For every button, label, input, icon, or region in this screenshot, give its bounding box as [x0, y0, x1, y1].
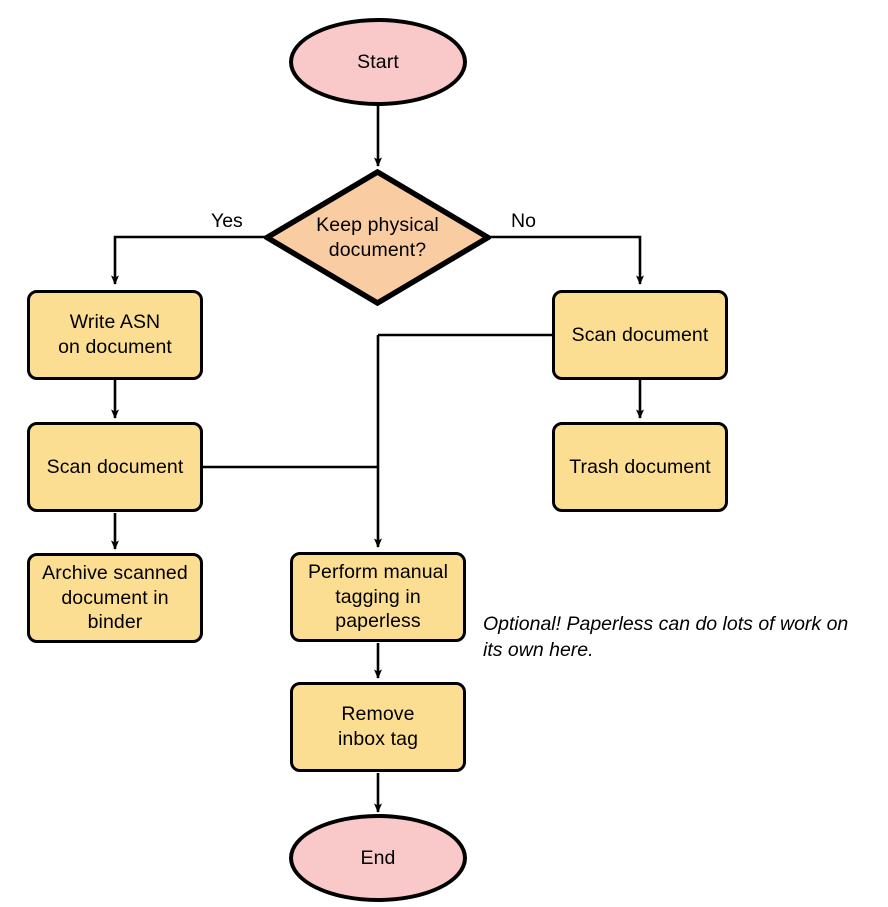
- node-scan-document-right-label: Scan document: [571, 323, 709, 346]
- node-write-asn[interactable]: Write ASN on document: [27, 290, 203, 380]
- node-write-asn-label: Write ASN on document: [58, 311, 172, 358]
- edge-label-no: No: [508, 210, 539, 233]
- node-perform-manual-tagging[interactable]: Perform manual tagging in paperless: [290, 552, 466, 642]
- edge-label-no-text: No: [511, 210, 536, 232]
- edge-label-yes: Yes: [208, 210, 246, 233]
- node-end[interactable]: End: [289, 814, 467, 902]
- node-start-label: Start: [357, 50, 399, 73]
- node-perform-manual-tagging-label: Perform manual tagging in paperless: [307, 561, 449, 633]
- edge-decision-yes-to-write-asn: [111, 235, 265, 285]
- node-start[interactable]: Start: [289, 18, 467, 106]
- node-keep-physical-document-label: Keep physical document?: [316, 213, 439, 261]
- node-remove-inbox-tag[interactable]: Remove inbox tag: [290, 682, 466, 772]
- node-trash-document-label: Trash document: [569, 455, 711, 478]
- diamond-shape: [264, 169, 491, 306]
- node-keep-physical-document[interactable]: Keep physical document?: [264, 169, 491, 306]
- edge-decision-no-to-scan-right: [490, 235, 644, 285]
- annotation-optional-note: Optional! Paperless can do lots of work …: [483, 587, 883, 663]
- node-scan-document-left-label: Scan document: [46, 455, 184, 478]
- node-scan-document-left[interactable]: Scan document: [27, 422, 203, 512]
- node-remove-inbox-tag-label: Remove inbox tag: [337, 703, 419, 750]
- node-scan-document-right[interactable]: Scan document: [552, 290, 728, 380]
- annotation-optional-note-text: Optional! Paperless can do lots of work …: [483, 613, 849, 661]
- node-end-label: End: [360, 846, 396, 869]
- node-trash-document[interactable]: Trash document: [552, 422, 728, 512]
- node-archive-scanned-document-label: Archive scanned document in binder: [42, 562, 188, 634]
- node-archive-scanned-document[interactable]: Archive scanned document in binder: [27, 553, 203, 643]
- edge-label-yes-text: Yes: [211, 210, 243, 232]
